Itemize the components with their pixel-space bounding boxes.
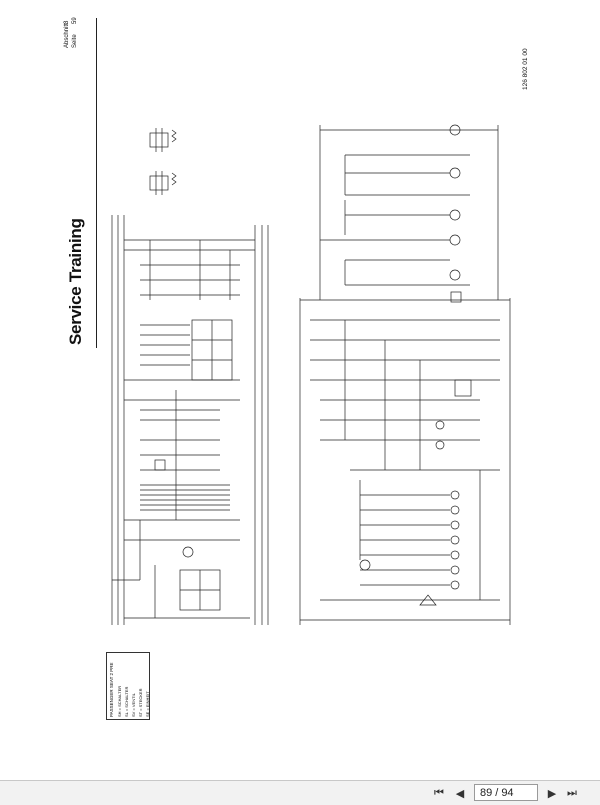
legend-row: SL = SCHALTER: [124, 686, 129, 717]
last-page-icon: ⏭: [567, 786, 577, 799]
previous-page-button[interactable]: ◀: [451, 784, 469, 802]
previous-page-icon: ◀: [455, 786, 465, 800]
left-circuit: [111, 215, 269, 625]
next-page-icon: ▶: [547, 786, 557, 800]
wiring-schematic: [111, 124, 511, 625]
legend-row: SH = SCHALTER: [117, 685, 122, 717]
page-number-field[interactable]: 89 / 94: [474, 784, 538, 801]
document-viewport[interactable]: Service Training Abschnitt Seite 8 59 12…: [0, 0, 600, 780]
current-page-value[interactable]: 89: [480, 786, 493, 799]
legend-row: ST = STECKER: [138, 688, 143, 718]
legend-heading: PASSENGER SEAT 2 PRE: [109, 662, 114, 717]
first-page-button[interactable]: ⏮: [430, 784, 448, 802]
header-rule: [96, 18, 97, 348]
right-circuit: [299, 124, 511, 625]
legend-row: SE = EINHEIT: [145, 691, 150, 717]
first-page-icon: ⏮: [434, 786, 444, 799]
document-page: Service Training Abschnitt Seite 8 59 12…: [64, 17, 529, 720]
page-separator: /: [495, 786, 499, 799]
relay-symbol-top: [149, 128, 177, 195]
legend-row: SV = VENTIL: [131, 693, 136, 717]
total-pages-value: 94: [501, 786, 514, 799]
next-page-button[interactable]: ▶: [543, 784, 561, 802]
last-page-button[interactable]: ⏭: [563, 784, 581, 802]
legend-box: PASSENGER SEAT 2 PRE SH = SCHALTER SL = …: [106, 652, 150, 720]
page-navigation-toolbar: ⏮ ◀ 89 / 94 ▶ ⏭: [0, 780, 600, 805]
